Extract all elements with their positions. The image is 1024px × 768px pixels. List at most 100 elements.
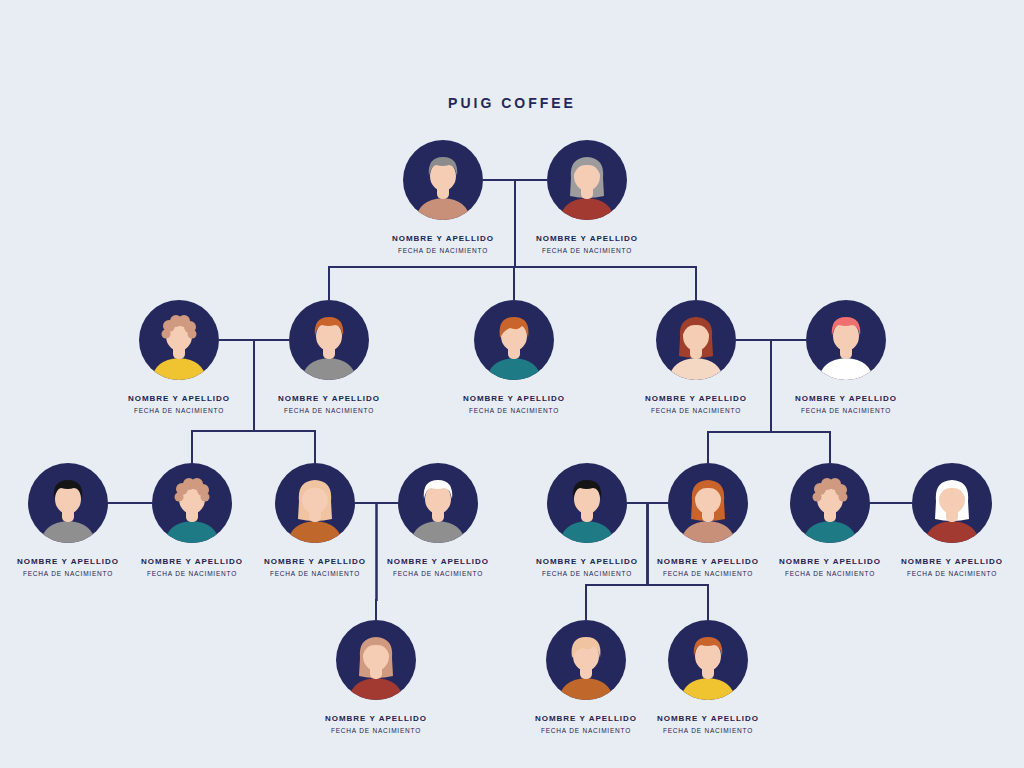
avatar-hair [832,317,860,336]
avatar-shirt [411,521,465,543]
person-name: NOMBRE Y APELLIDO [381,234,505,244]
birth-date: FECHA DE NACIMIENTO [6,570,130,579]
person-name: NOMBRE Y APELLIDO [646,557,770,567]
avatar-shirt [165,521,219,543]
avatar [28,463,108,543]
avatar-shirt [152,358,206,380]
person-name: NOMBRE Y APELLIDO [634,394,758,404]
birth-date: FECHA DE NACIMIENTO [646,570,770,579]
birth-date: FECHA DE NACIMIENTO [381,247,505,256]
avatar [547,140,627,220]
avatar-icon [275,463,355,543]
avatar-hair [572,637,601,658]
birth-date: FECHA DE NACIMIENTO [525,247,649,256]
avatar-shirt [925,521,979,543]
avatar-icon [28,463,108,543]
avatar-shirt [559,678,613,700]
avatar-hair [570,157,604,198]
avatar-shirt [681,678,735,700]
person-name: NOMBRE Y APELLIDO [646,714,770,724]
avatar-hair [424,480,452,499]
descent-line [483,180,696,300]
person-node: NOMBRE Y APELLIDOFECHA DE NACIMIENTO [117,300,241,416]
person-node: NOMBRE Y APELLIDO FECHA DE NACIMIENTO [6,463,130,579]
avatar-icon [668,620,748,700]
birth-date: FECHA DE NACIMIENTO [267,407,391,416]
avatar-shirt [288,521,342,543]
person-node: NOMBRE Y APELLIDOFECHA DE NACIMIENTO [525,463,649,579]
avatar-shirt [819,358,873,380]
person-name: NOMBRE Y APELLIDO [890,557,1014,567]
avatar-icon [547,140,627,220]
avatar [398,463,478,543]
person-name: NOMBRE Y APELLIDO [784,394,908,404]
diagram-title: PUIG COFFEE [0,95,1024,111]
avatar-hair [359,637,393,678]
avatar [790,463,870,543]
avatar [668,620,748,700]
person-name: NOMBRE Y APELLIDO [6,557,130,567]
person-name: NOMBRE Y APELLIDO [524,714,648,724]
couple-line [870,502,912,504]
avatar-icon [547,463,627,543]
avatar-icon [912,463,992,543]
avatar-hair [694,637,722,656]
person-node: NOMBRE Y APELLIDO FECHA DE NACIMIENTO [452,300,576,416]
birth-date: FECHA DE NACIMIENTO [130,570,254,579]
birth-date: FECHA DE NACIMIENTO [452,407,576,416]
person-node: NOMBRE Y APELLIDO FECHA DE NACIMIENTO [646,463,770,579]
person-name: NOMBRE Y APELLIDO [376,557,500,567]
avatar-shirt [302,358,356,380]
avatar-hair [939,481,965,497]
avatar-hair [298,480,332,521]
avatar [403,140,483,220]
person-node: NOMBRE Y APELLIDO FECHA DE NACIMIENTO [376,463,500,579]
avatar-shirt [349,678,403,700]
avatar [806,300,886,380]
avatar-icon [806,300,886,380]
avatar-hair [573,480,601,499]
person-node: NOMBRE Y APELLIDO FECHA DE NACIMIENTO [768,463,892,579]
avatar-icon [289,300,369,380]
birth-date: FECHA DE NACIMIENTO [117,407,241,416]
birth-date: FECHA DE NACIMIENTO [634,407,758,416]
avatar-hair [691,480,725,521]
avatar [546,620,626,700]
avatar-shirt [803,521,857,543]
person-name: NOMBRE Y APELLIDO [130,557,254,567]
birth-date: FECHA DE NACIMIENTO [768,570,892,579]
person-node: NOMBRE Y APELLIDOFECHA DE NACIMIENTO [253,463,377,579]
avatar-icon [336,620,416,700]
avatar [668,463,748,543]
avatar-shirt [560,198,614,220]
birth-date: FECHA DE NACIMIENTO [376,570,500,579]
person-name: NOMBRE Y APELLIDO [525,234,649,244]
avatar-icon [139,300,219,380]
person-node: NOMBRE Y APELLIDO FECHA DE NACIMIENTO [130,463,254,579]
avatar-hair [500,317,529,338]
person-name: NOMBRE Y APELLIDO [452,394,576,404]
avatar-hair [162,315,197,339]
avatar-icon [790,463,870,543]
person-node: NOMBRE Y APELLIDO FECHA DE NACIMIENTO [890,463,1014,579]
avatar-hair [175,478,210,502]
avatar-hair [813,478,848,502]
avatar [656,300,736,380]
avatar [912,463,992,543]
avatar [139,300,219,380]
person-node: NOMBRE Y APELLIDO FECHA DE NACIMIENTO [267,300,391,416]
avatar-shirt [560,521,614,543]
person-name: NOMBRE Y APELLIDO [267,394,391,404]
person-node: NOMBRE Y APELLIDO FECHA DE NACIMIENTO [381,140,505,256]
avatar-hair [679,317,713,358]
avatar-icon [656,300,736,380]
birth-date: FECHA DE NACIMIENTO [253,570,377,579]
avatar-shirt [416,198,470,220]
birth-date: FECHA DE NACIMIENTO [525,570,649,579]
person-name: NOMBRE Y APELLIDO [768,557,892,567]
person-node: NOMBRE Y APELLIDOFECHA DE NACIMIENTO [784,300,908,416]
avatar-hair [683,318,709,334]
birth-date: FECHA DE NACIMIENTO [890,570,1014,579]
